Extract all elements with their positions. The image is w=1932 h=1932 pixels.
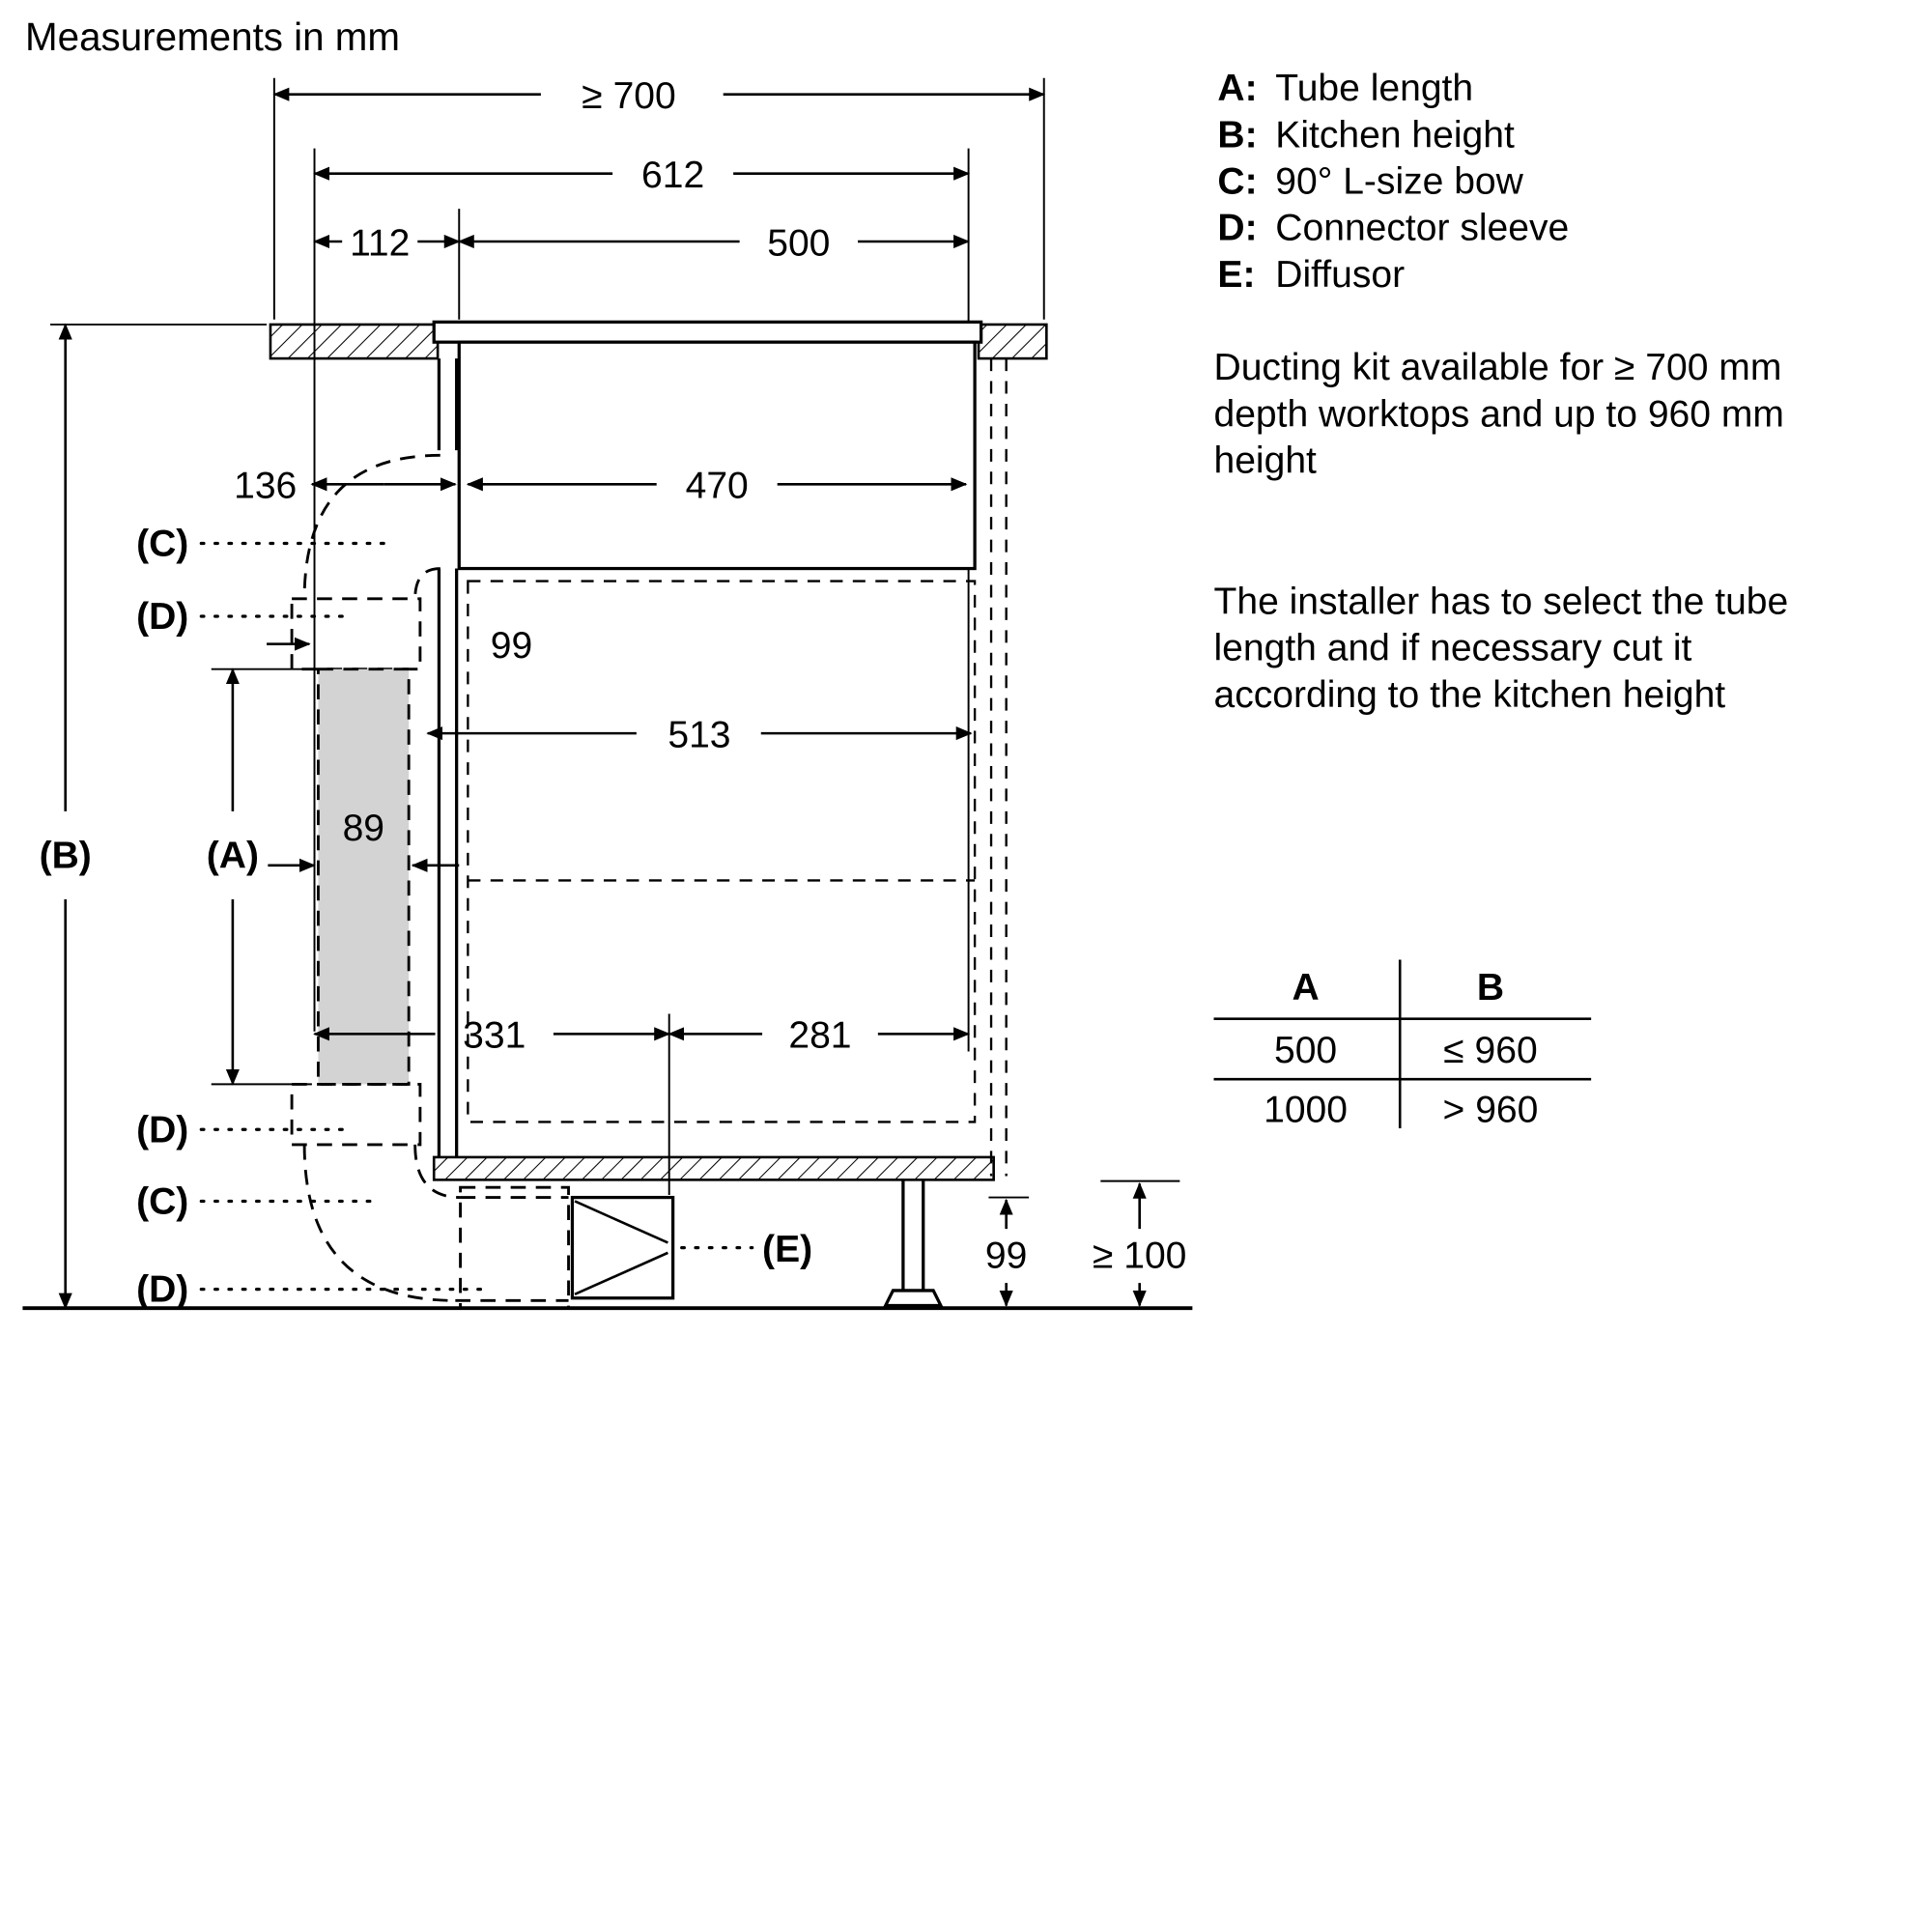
dim-tube-length: (A) (207, 668, 312, 1086)
bow-bottom-inner (413, 1144, 461, 1200)
label-sleeve-top: (D) (136, 596, 188, 638)
legend-key-b: B: (1217, 114, 1257, 156)
structure (22, 320, 1193, 1311)
worktop-right (977, 323, 1048, 360)
label-sleeve-bottom: (D) (136, 1269, 188, 1311)
diffusor-box (570, 1195, 675, 1300)
ducting-kit (290, 453, 675, 1310)
part-leaders: (C) (D) (D) (C) (D) (E) (136, 524, 812, 1311)
legend-label-a: Tube length (1275, 68, 1473, 109)
note2-line2: length and if necessary cut it (1214, 628, 1692, 669)
dim-inner-width: 513 (426, 714, 973, 755)
table-header-a: A (1292, 967, 1319, 1009)
legend-key-c: C: (1217, 161, 1257, 203)
dim-plinth-duct-height: 99 (985, 1196, 1030, 1307)
table-row2-a: 1000 (1264, 1089, 1348, 1130)
legend-key-a: A: (1217, 68, 1257, 109)
connector-sleeve-top (290, 597, 422, 671)
tube-length-table: A B 500 ≤ 960 1000 > 960 (1213, 959, 1592, 1130)
dim-left-offset: 112 (313, 222, 461, 264)
legend-key-e: E: (1217, 254, 1255, 296)
dim-hob-width: 612 (313, 155, 971, 196)
hob-body (457, 340, 977, 571)
legend-label-b: Kitchen height (1275, 114, 1515, 156)
legend-label-d: Connector sleeve (1275, 208, 1569, 249)
note2-line1: The installer has to select the tube (1214, 581, 1789, 622)
connector-sleeve-horizontal (459, 1185, 570, 1310)
label-diffusor: (E) (762, 1229, 812, 1270)
hob-top-plate (432, 320, 983, 344)
dim-tube-width: 89 (268, 808, 460, 872)
note2-line3: according to the kitchen height (1214, 674, 1726, 716)
legend-label-e: Diffusor (1275, 254, 1405, 296)
duct-tube (316, 668, 411, 1086)
note1-line1: Ducting kit available for ≥ 700 mm (1214, 347, 1782, 388)
dim-floor-clearance-label: ≥ 100 (1093, 1235, 1186, 1276)
label-kitchen-height: (B) (40, 835, 92, 876)
label-tube-length: (A) (207, 835, 259, 876)
dim-span-left: 331 (313, 1015, 671, 1057)
table-row1-b: ≤ 960 (1443, 1030, 1537, 1071)
table-header-b: B (1477, 967, 1504, 1009)
dim-kitchen-height: (B) (40, 323, 268, 1310)
table-row2-b: > 960 (1443, 1089, 1539, 1130)
dim-duct-offset-label: 99 (491, 625, 532, 667)
legend-label-c: 90° L-size bow (1275, 161, 1523, 203)
legend: A: Tube length B: Kitchen height C: 90° … (1217, 68, 1569, 296)
cabinet-back-dashed (989, 358, 1008, 1177)
dim-span-right-label: 281 (788, 1015, 851, 1057)
dim-span-right: 281 (668, 1015, 971, 1057)
dimensions: ≥ 700 612 112 500 470 136 (40, 75, 1186, 1310)
dim-worktop-depth-label: ≥ 700 (582, 75, 675, 117)
dim-left-offset-label: 112 (350, 222, 410, 264)
dim-inner-width-label: 513 (668, 714, 730, 755)
bow-bottom-outer (302, 1144, 456, 1302)
dim-unit-width: 470 (466, 466, 968, 507)
label-sleeve-mid: (D) (136, 1109, 188, 1151)
dim-worktop-depth: ≥ 700 (272, 75, 1046, 117)
note-installer: The installer has to select the tube len… (1214, 581, 1789, 715)
bow-top-inner (413, 567, 440, 599)
dim-cutout-width-label: 500 (767, 222, 830, 264)
cabinet-left-wall (437, 358, 459, 1157)
connector-sleeve-bottom (290, 1082, 422, 1147)
table-row1-a: 500 (1274, 1030, 1337, 1071)
note1-line2: depth worktops and up to 960 mm (1214, 393, 1784, 435)
dim-span-left-label: 331 (463, 1015, 526, 1057)
extension-lines (272, 77, 1045, 1195)
dim-unit-width-label: 470 (686, 466, 749, 507)
worktop-left (269, 323, 440, 360)
dim-floor-clearance: ≥ 100 (1093, 1179, 1186, 1307)
note-ducting-kit: Ducting kit available for ≥ 700 mm depth… (1214, 347, 1784, 481)
plinth-panel (432, 1155, 995, 1181)
label-bow-bottom: (C) (136, 1181, 188, 1223)
dim-left-clearance: 136 (234, 466, 457, 507)
dim-plinth-duct-height-label: 99 (985, 1235, 1027, 1276)
dim-tube-width-label: 89 (343, 808, 384, 849)
cabinet-interior-dashed (467, 580, 977, 1123)
page-title: Measurements in mm (25, 14, 400, 59)
cabinet-leg (883, 1179, 944, 1308)
dim-left-clearance-label: 136 (234, 466, 297, 507)
note1-line3: height (1214, 440, 1318, 482)
bow-top-outer (302, 453, 440, 599)
dim-duct-offset: 99 (267, 625, 532, 667)
label-bow-top: (C) (136, 524, 188, 565)
dim-cutout-width: 500 (457, 222, 971, 264)
legend-key-d: D: (1217, 208, 1257, 249)
dim-hob-width-label: 612 (641, 155, 704, 196)
